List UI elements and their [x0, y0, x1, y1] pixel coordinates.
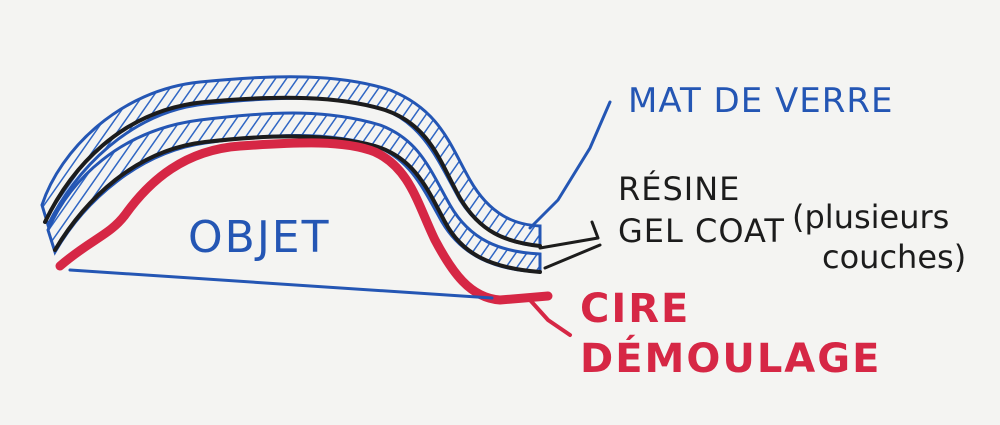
- gel-coat-label: GEL COAT: [618, 212, 785, 250]
- glass-mat-leader: [528, 100, 612, 230]
- resin-line: [43, 95, 542, 248]
- resin-leader: [538, 220, 600, 250]
- object-label: OBJET: [188, 212, 330, 263]
- layers-note-line1: (plusieurs: [792, 198, 949, 236]
- layers-note-line2: couches): [822, 238, 966, 276]
- resin-label: RÉSINE: [618, 170, 740, 208]
- wax-leader: [528, 298, 572, 337]
- release-wax-line: [55, 138, 553, 305]
- wax-label-line1: CIRE: [580, 286, 690, 332]
- object-base-line: [68, 268, 494, 300]
- wax-label-line2: DÉMOULAGE: [580, 334, 881, 382]
- glass-mat-label: MAT DE VERRE: [628, 81, 893, 121]
- gel-coat-leader: [543, 243, 602, 270]
- gel-coat-line: [53, 134, 542, 274]
